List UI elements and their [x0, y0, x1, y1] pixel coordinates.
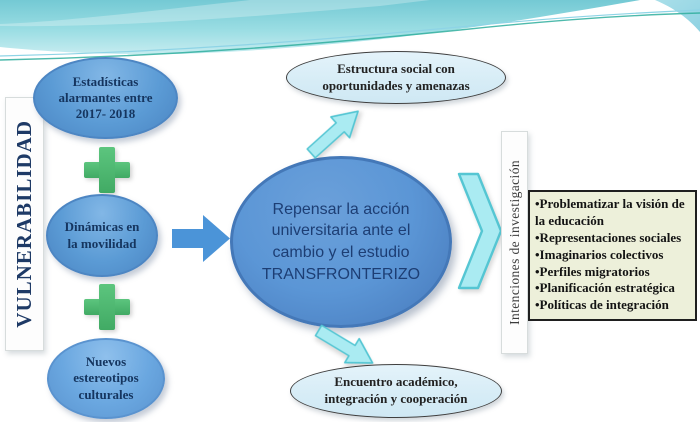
outcome-ellipse-bottom: Encuentro académico, integración y coope… — [290, 364, 502, 418]
plus-icon — [84, 147, 130, 193]
intentions-label-box: Intenciones de investigación — [501, 131, 528, 354]
central-line: Repensar la acción — [272, 200, 410, 218]
intentions-list-box: •Problematizar la visión de la educación… — [528, 190, 697, 321]
intentions-list: •Problematizar la visión de la educación… — [535, 196, 690, 314]
intentions-label: Intenciones de investigación — [506, 160, 522, 325]
central-line: universitaria ante el — [271, 222, 411, 240]
factor-ellipse-dinamicas: Dinámicas en la movilidad — [46, 194, 158, 277]
wave-decoration — [0, 0, 700, 61]
intention-item: •Imaginarios colectivos — [535, 246, 664, 262]
intention-item: •Políticas de integración — [535, 297, 669, 313]
plus-icon — [84, 284, 130, 330]
right-arrow-icon — [172, 215, 230, 262]
intention-item: •Perfiles migratorios — [535, 263, 650, 279]
intention-item: •Problematizar la visión de la educación — [535, 196, 685, 228]
central-ellipse: Repensar la acción universitaria ante el… — [230, 156, 452, 328]
chevron-right-icon — [457, 172, 503, 290]
central-line: cambio y el estudio — [272, 244, 410, 261]
factor-ellipse-estereotipos: Nuevos estereotipos culturales — [47, 338, 165, 419]
factor-text: Dinámicas en la movilidad — [64, 219, 140, 251]
vulnerability-label: VULNERABILIDAD — [12, 120, 36, 328]
factor-text: Estadísticas alarmantes entre 2017- 2018 — [58, 73, 153, 122]
factor-ellipse-estadisticas: Estadísticas alarmantes entre 2017- 2018 — [33, 57, 178, 139]
down-right-arrow-icon — [314, 324, 374, 364]
up-right-arrow-icon — [306, 110, 359, 159]
outcome-ellipse-top: Estructura social con oportunidades y am… — [286, 51, 506, 104]
factor-text: Nuevos estereotipos culturales — [73, 354, 139, 402]
central-line: TRANSFRONTERIZO — [261, 265, 421, 283]
intention-item: •Planificación estratégica — [535, 280, 675, 296]
intention-item: •Representaciones sociales — [535, 229, 682, 245]
outcome-text: Estructura social con oportunidades y am… — [322, 60, 470, 93]
outcome-text: Encuentro académico, integración y coope… — [324, 374, 468, 406]
vulnerability-label-box: VULNERABILIDAD — [5, 97, 44, 351]
